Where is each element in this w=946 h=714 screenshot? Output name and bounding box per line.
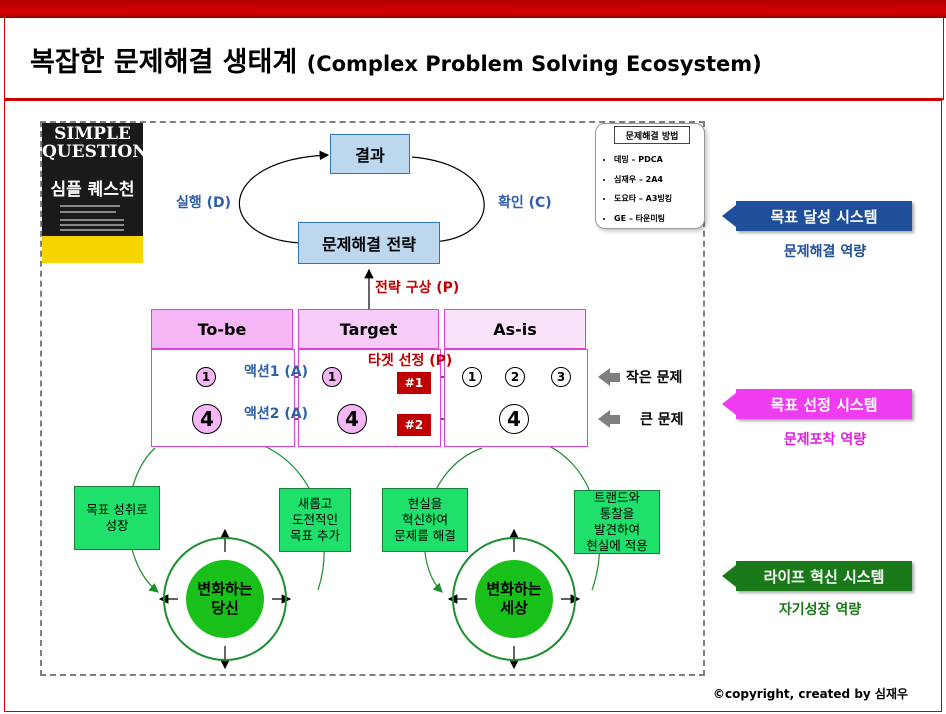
legend-list: 데밍 – PDCA 심재우 – 2A4 도요타 – A3빙킹 GE – 타운미팅 [600,150,672,228]
do-label: 실행 (D) [176,195,232,211]
small-problem-pointer: 작은 문제 [598,367,682,387]
changing-you-core: 변화하는 당신 [186,560,264,638]
method-legend: 문제해결 방법 데밍 – PDCA 심재우 – 2A4 도요타 – A3빙킹 G… [595,123,705,229]
asis-circle-2: 2 [505,367,525,387]
small-problem-label: 작은 문제 [626,370,683,386]
life-innovation-tag: 라이프 혁신 시스템 [722,561,912,591]
left-cycle-ring [163,537,287,661]
asis-circle-1: 1 [462,367,482,387]
target-big-circle: 4 [337,404,367,434]
title-main: 복잡한 문제해결 생태계 [30,47,298,78]
goal-selection-tag: 목표 선정 시스템 [722,389,912,419]
book-title: SIMPLE QUESTION [42,124,143,162]
left-arrow-icon [722,393,736,415]
legend-title: 문제해결 방법 [614,126,690,144]
asis-circle-3: 3 [551,367,571,387]
life-innovation-caption: 자기성장 역량 [778,602,862,618]
result-box: 결과 [330,134,410,174]
tobe-small-circle: 1 [196,367,216,387]
left-arrow-icon [722,205,736,227]
dashed-boundary [40,121,705,676]
book-yellow-band [42,236,143,263]
legend-item: 도요타 – A3빙킹 [614,189,672,209]
goal-selection-label: 목표 선정 시스템 [736,389,912,419]
growth-box: 목표 성취로 성장 [74,486,160,550]
plan-label: 전략 구상 (P) [375,280,460,296]
trend-box: 트랜드와 통찰을 발견하여 현실에 적용 [574,490,660,554]
header-as-is: As-is [444,309,586,349]
goal-achievement-label: 목표 달성 시스템 [736,201,912,231]
title-sub: (Complex Problem Solving Ecosystem) [306,52,762,76]
big-problem-label: 큰 문제 [640,412,684,428]
legend-item: 데밍 – PDCA [614,150,672,170]
innovate-box: 현실을 혁신하여 문제를 해결 [382,488,468,552]
target-small-circle: 1 [322,367,342,387]
title-area [4,18,944,100]
life-innovation-label: 라이프 혁신 시스템 [736,561,912,591]
check-label: 확인 (C) [498,195,552,211]
goal-selection-caption: 문제포착 역량 [783,432,867,448]
book-cover-image: SIMPLE QUESTION 심플 퀘스천 [42,123,143,263]
tag-2: #2 [397,414,431,436]
left-arrow-icon [598,410,610,428]
content-frame [4,100,942,712]
changing-world-core: 변화하는 세상 [475,560,553,638]
action1-label: 액션1 (A) [244,364,309,380]
right-cycle-ring [452,537,576,661]
target-select-label: 타겟 선정 (P) [368,353,453,369]
copyright-text: ©copyright, created by 심재우 [713,687,909,701]
tag-1: #1 [397,372,431,394]
big-problem-pointer: 큰 문제 [598,409,684,429]
header-to-be: To-be [151,309,293,349]
cell-target [298,349,441,447]
asis-big-circle: 4 [499,404,529,434]
left-arrow-icon [722,565,736,587]
book-korean-title: 심플 퀘스천 [50,180,135,200]
strategy-box: 문제해결 전략 [298,222,440,264]
action2-label: 액션2 (A) [244,406,309,422]
goal-achievement-caption: 문제해결 역량 [783,244,867,260]
header-target: Target [298,309,439,349]
left-arrow-icon [598,368,610,386]
legend-item: 심재우 – 2A4 [614,170,672,190]
do-arrow [238,150,330,244]
tobe-big-circle: 4 [192,404,222,434]
legend-item: GE – 타운미팅 [614,209,672,229]
new-goal-box: 새롭고 도전적인 목표 추가 [279,488,351,552]
top-red-bar [0,0,946,18]
check-arrow [411,156,485,247]
goal-achievement-tag: 목표 달성 시스템 [722,201,912,231]
cell-to-be [151,349,295,447]
page-title: 복잡한 문제해결 생태계 (Complex Problem Solving Ec… [30,40,762,79]
